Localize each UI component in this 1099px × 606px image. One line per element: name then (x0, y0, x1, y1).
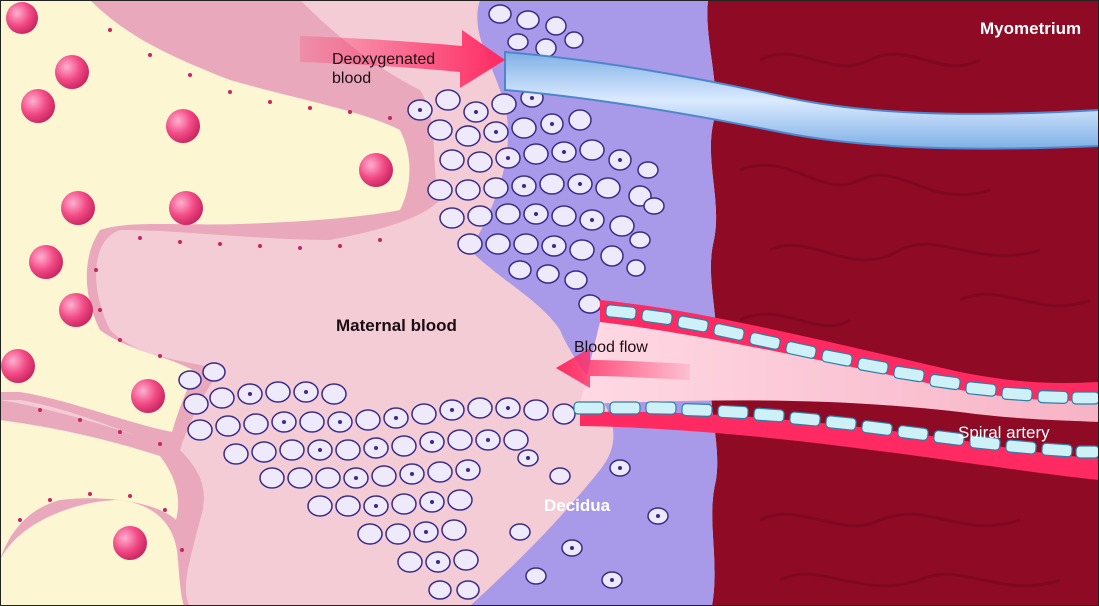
spiral-artery-label: Spiral artery (958, 423, 1050, 443)
maternal-blood-label: Maternal blood (336, 316, 457, 336)
blood-flow-label: Blood flow (574, 339, 648, 357)
myometrium-label: Myometrium (980, 19, 1081, 39)
deoxygenated-blood-label: Deoxygenated blood (332, 50, 462, 88)
decidua-label: Decidua (544, 496, 610, 516)
